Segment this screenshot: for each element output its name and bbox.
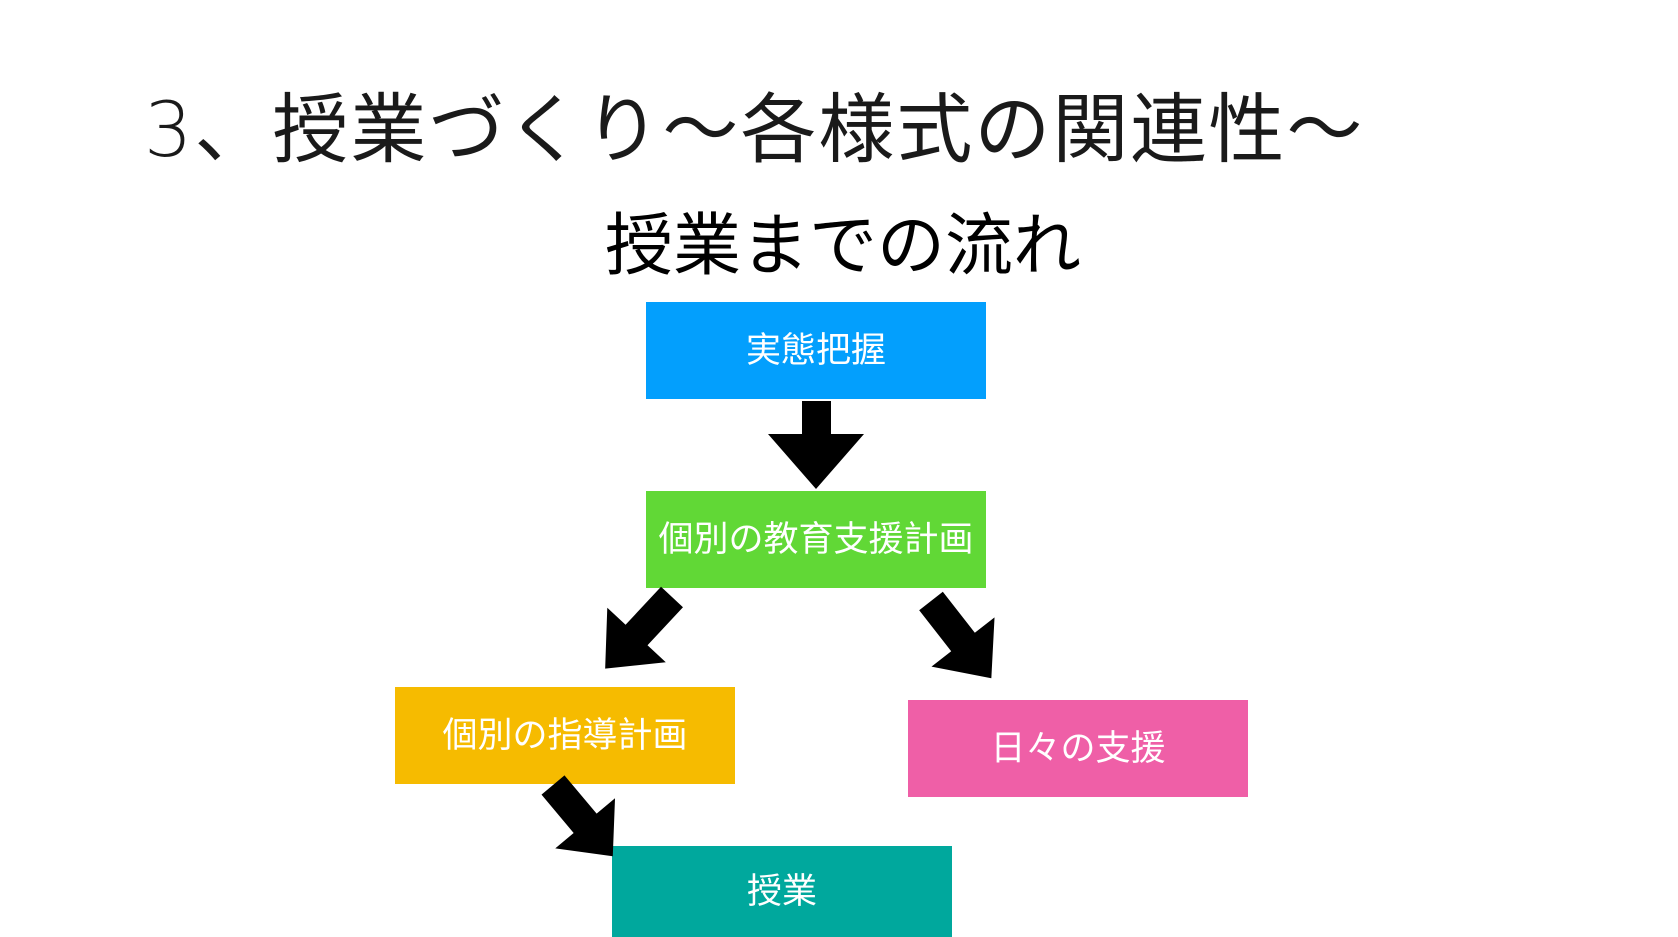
node-kobetsu-kyoiku-shien-keikaku-label: 個別の教育支援計画	[658, 519, 974, 560]
node-hibi-no-shien-label: 日々の支援	[990, 728, 1166, 769]
flow-subtitle-text: 授業までの流れ	[604, 207, 1081, 286]
node-jugyo-label: 授業	[746, 871, 817, 912]
node-kobetsu-shido-keikaku: 個別の指導計画	[395, 687, 735, 784]
node-jugyo: 授業	[612, 846, 952, 937]
arrow-down-icon	[768, 401, 864, 489]
arrow-down-right-icon	[919, 591, 995, 679]
node-kobetsu-shido-keikaku-label: 個別の指導計画	[442, 715, 688, 756]
slide-title: 3、授業づくり〜各様式の関連性〜	[144, 85, 1365, 174]
node-kobetsu-kyoiku-shien-keikaku: 個別の教育支援計画	[646, 491, 986, 588]
node-jittai-haaku: 実態把握	[646, 302, 986, 399]
node-jittai-haaku-label: 実態把握	[745, 330, 886, 371]
arrow-down-left-icon	[605, 586, 683, 669]
node-hibi-no-shien: 日々の支援	[908, 700, 1248, 797]
flow-subtitle: 授業までの流れ	[0, 205, 1678, 289]
